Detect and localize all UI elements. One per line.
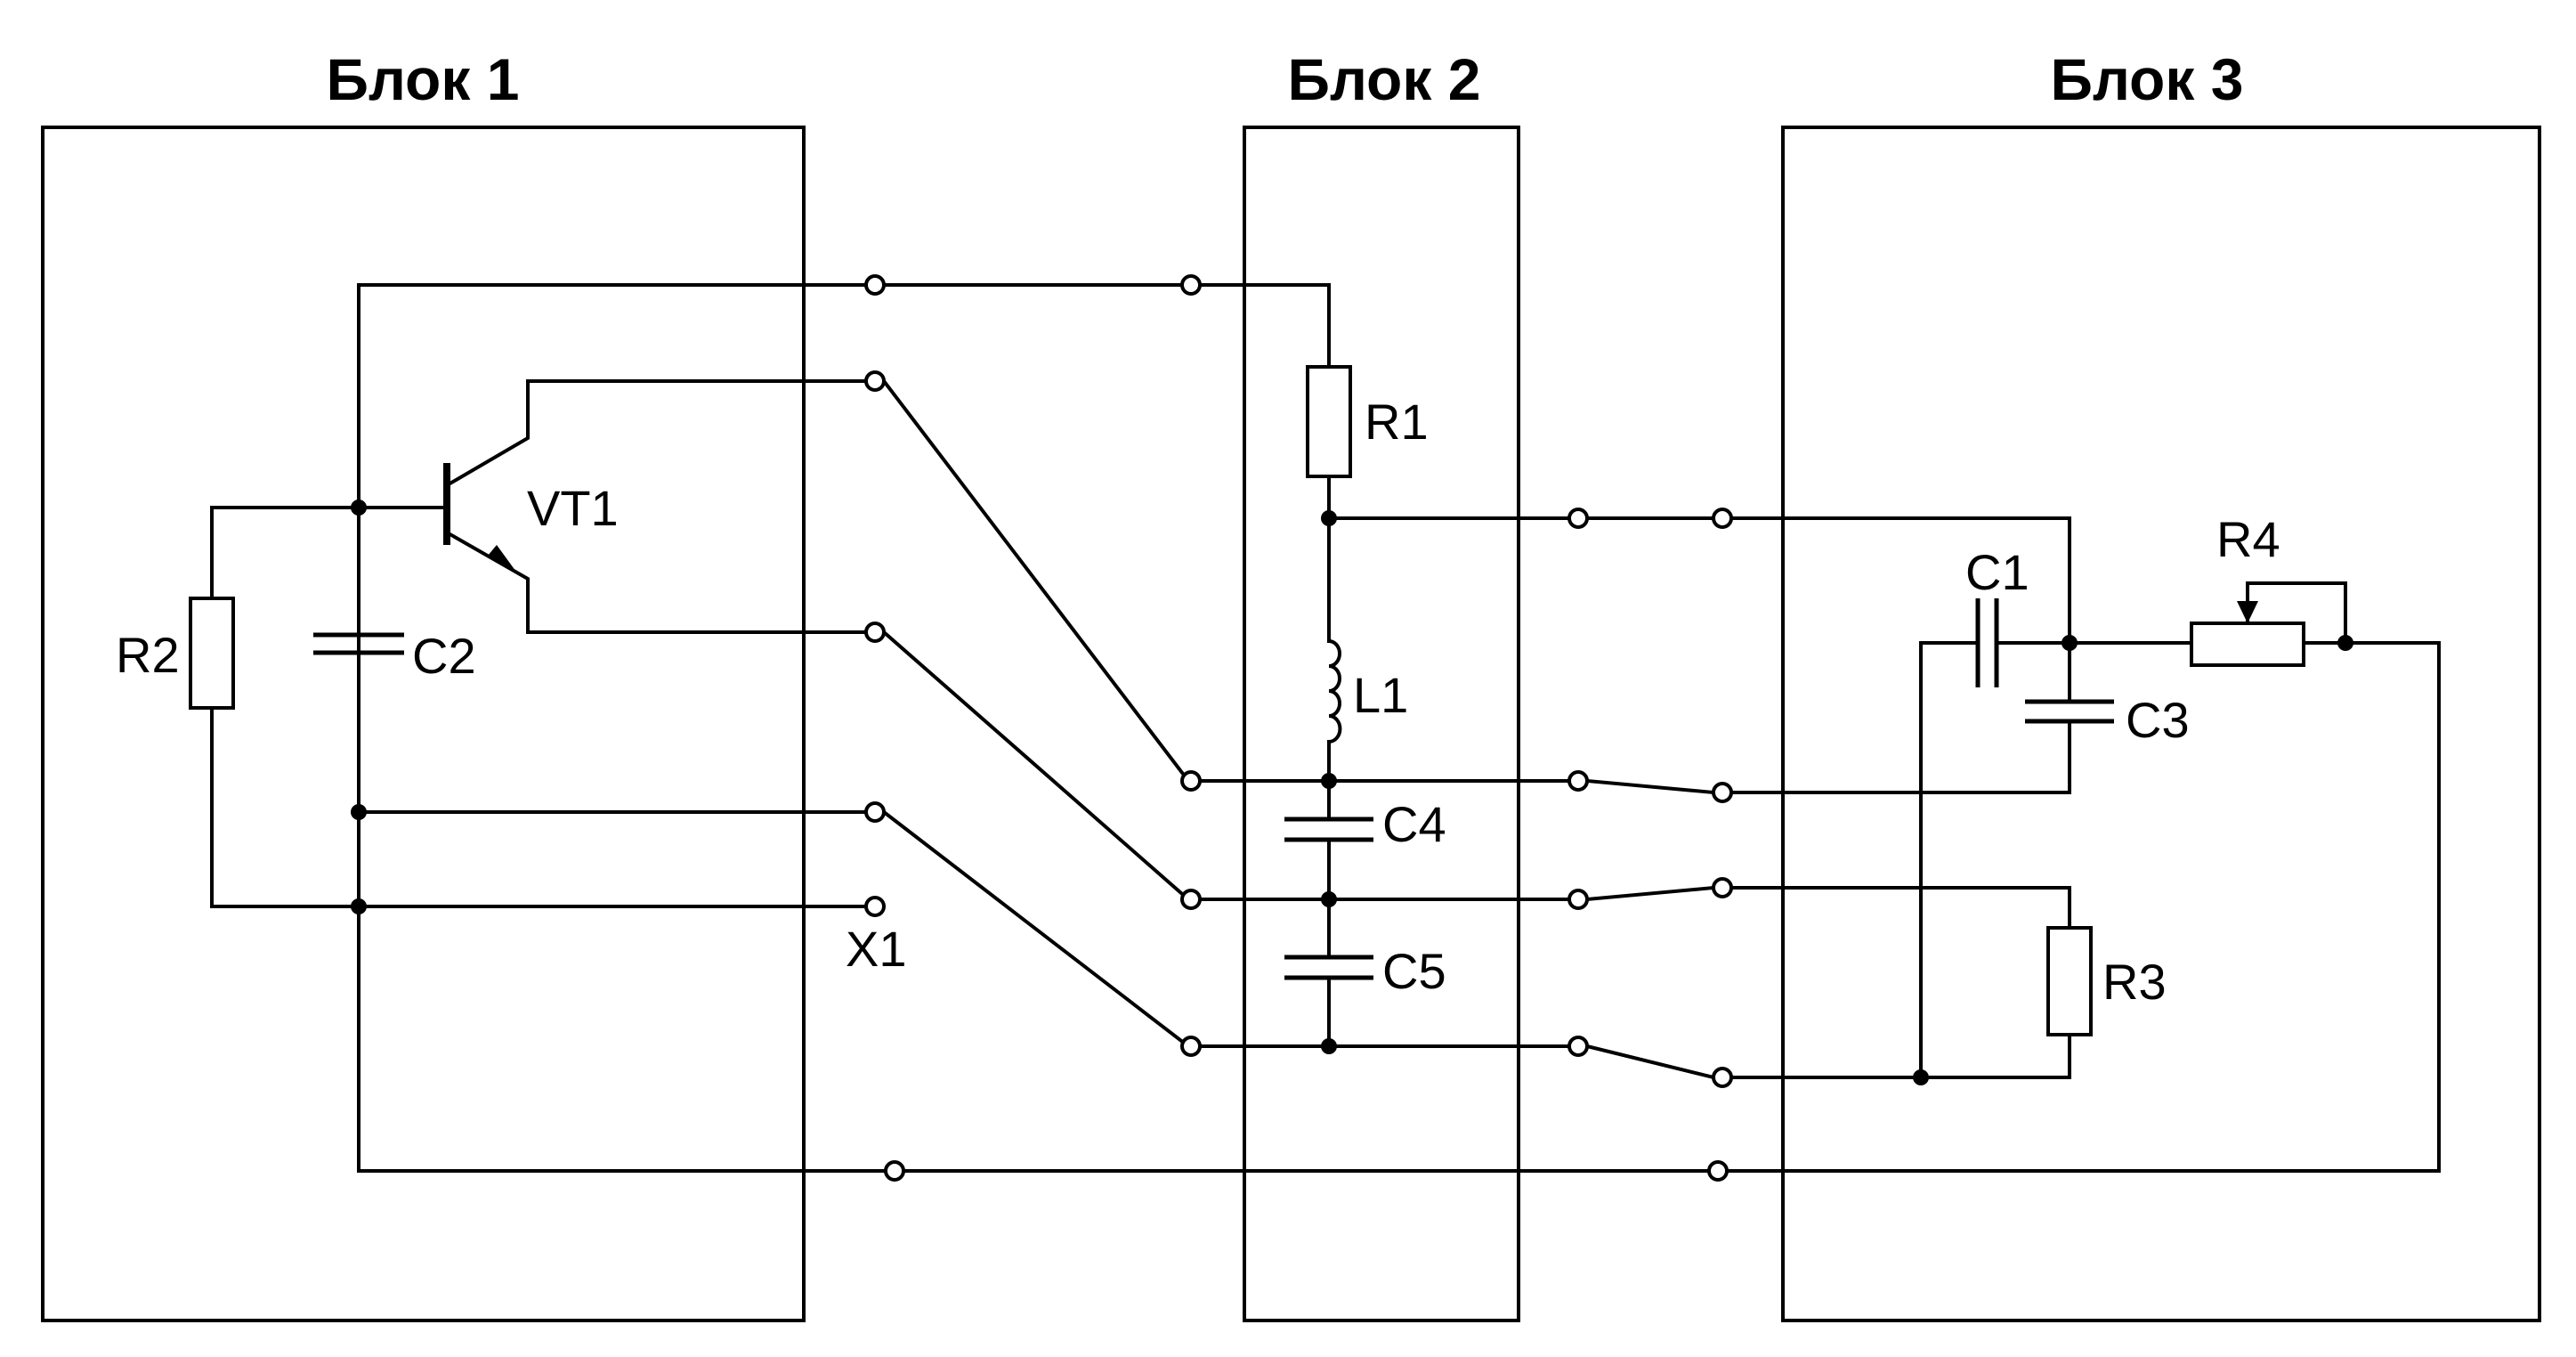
r4-label: R4: [2216, 511, 2280, 567]
block-1-frame: [41, 126, 806, 1322]
junction-c4-c5: [1321, 891, 1337, 907]
c3-bottom-wire: [1729, 719, 2071, 794]
r3-label: R3: [2102, 954, 2167, 1010]
vt1-emitter: [444, 530, 868, 634]
c1-label: C1: [1965, 544, 2029, 600]
r3-bottom-wire: [1729, 1033, 2071, 1079]
terminal-b3-890: [1712, 782, 1733, 803]
block-1-circuit: [210, 283, 2441, 1173]
terminal-b1-collector: [864, 370, 886, 392]
vt1-transistor: [443, 379, 868, 634]
block-3-frame: [1781, 126, 2541, 1322]
terminal-b3-997: [1712, 877, 1733, 898]
terminal-b3-582: [1712, 508, 1733, 529]
vt1-collector: [444, 379, 868, 488]
r2-resistor: [189, 597, 235, 710]
wire-collector-to-b2: [881, 378, 1191, 784]
c5-label: C5: [1382, 943, 1446, 999]
junctions: [351, 500, 2353, 1085]
vt1-label: VT1: [527, 480, 619, 536]
terminal-b2-top: [1180, 274, 1202, 296]
junction-r3: [1913, 1069, 1929, 1085]
terminal-b2-1175: [1180, 1036, 1202, 1057]
emitter-arrow-icon: [488, 545, 518, 574]
r1-resistor: [1306, 365, 1352, 478]
top-right-wire: [1327, 516, 2071, 645]
terminal-b2-out-1010: [1567, 889, 1589, 910]
c4-capacitor: [1284, 817, 1373, 842]
wire-mid-to-b2: [881, 809, 1191, 1049]
x1-label: X1: [846, 921, 907, 977]
r2-wire: [210, 506, 868, 908]
c2-label: C2: [412, 628, 476, 684]
terminal-b2-out-1175: [1567, 1036, 1589, 1057]
junction-l1-c4: [1321, 773, 1337, 789]
junction-x1: [351, 898, 367, 914]
terminals: [864, 274, 1733, 1182]
r3-resistor: [2046, 926, 2093, 1036]
top-wire: [357, 283, 1331, 369]
junction-r1-bottom: [1321, 510, 1337, 526]
c1-left-wire: [1919, 641, 1980, 1079]
c3-label: C3: [2126, 692, 2190, 748]
terminal-b3-bottom: [1707, 1160, 1729, 1182]
terminal-b2-out-582: [1567, 508, 1589, 529]
block-2-circuit: [1198, 475, 2071, 1048]
block-3-circuit: [1729, 581, 2441, 1079]
terminal-x1: [864, 896, 886, 917]
wire-877-to-b3: [1584, 778, 1716, 795]
wire-1010-to-b3: [1584, 885, 1716, 902]
r4-potentiometer: [2190, 622, 2305, 667]
junction-r4: [2337, 635, 2353, 651]
terminal-b1-emitter: [864, 622, 886, 643]
c5-capacitor: [1284, 955, 1373, 980]
terminal-b2-1010: [1180, 889, 1202, 910]
terminal-b2-out-877: [1567, 770, 1589, 792]
terminal-b1-bottom: [884, 1160, 905, 1182]
c3-capacitor: [2025, 699, 2114, 724]
bottom-wire: [357, 641, 2441, 1173]
block-2-title: Блок 2: [1288, 46, 1481, 112]
block-2-frame: [1243, 126, 1520, 1322]
wire-emitter-to-b2: [881, 630, 1191, 902]
l1-label: L1: [1353, 667, 1408, 723]
r3-top-wire: [1729, 886, 2071, 930]
r4-wiper-arrow-icon: [2237, 601, 2258, 623]
terminal-b2-877: [1180, 770, 1202, 792]
l1-inductor: [1326, 638, 1342, 744]
junction-c5-bottom: [1321, 1038, 1337, 1054]
block-3-title: Блок 3: [2051, 46, 2244, 112]
c4-label: C4: [1382, 796, 1446, 852]
c2-capacitor: [313, 632, 404, 655]
terminal-b1-mid: [864, 801, 886, 823]
junction-c1-c3: [2062, 635, 2078, 651]
block-1-title: Блок 1: [327, 46, 520, 112]
c1-capacitor: [1975, 598, 1999, 687]
r1-label: R1: [1365, 394, 1429, 450]
terminal-b1-top: [864, 274, 886, 296]
wire-1175-to-b3: [1584, 1044, 1716, 1080]
r2-label: R2: [116, 627, 180, 683]
junction-mid: [351, 804, 367, 820]
terminal-b3-1210: [1712, 1067, 1733, 1088]
junction-base: [351, 500, 367, 516]
